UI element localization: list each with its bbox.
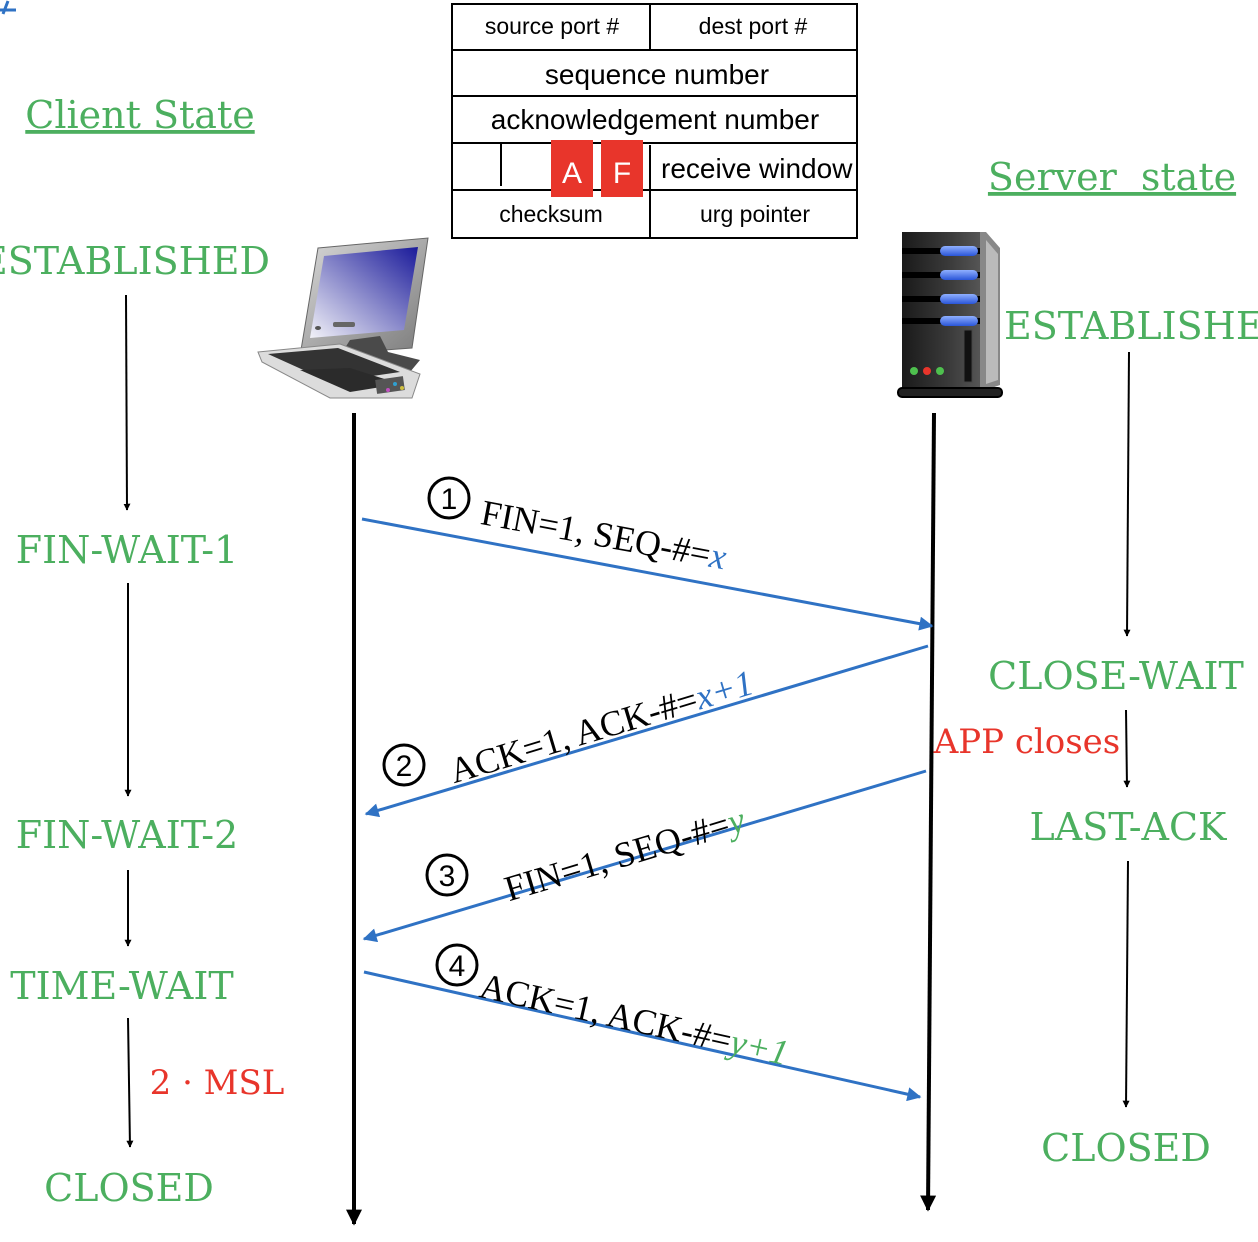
client-arrow-4: [126, 1017, 134, 1148]
message-2: 2 ACK=1, ACK-#=x+1: [364, 644, 929, 818]
client-state-header: Client State: [25, 93, 254, 137]
client-state-time-wait: TIME-WAIT: [10, 964, 233, 1008]
checksum-field: checksum: [499, 201, 603, 227]
step-4-badge: [435, 943, 479, 987]
message-4-fields: ACK=1, ACK-#=: [476, 965, 735, 1060]
server-state-header: Server state: [988, 155, 1236, 199]
step-4-number: 4: [449, 950, 466, 983]
message-4-value: y+1: [724, 1021, 793, 1073]
server-state-last-ack: LAST-ACK: [1030, 805, 1228, 849]
message-3-arrow: [362, 769, 927, 943]
server-arrow-2: [1123, 709, 1131, 788]
server-arrow-1: [1123, 351, 1131, 637]
step-3-number: 3: [439, 860, 456, 893]
message-3-label: FIN=1, SEQ-#=y: [500, 799, 750, 909]
server-tower-icon: [897, 232, 1003, 398]
server-timeline: [920, 412, 937, 1212]
dest-port-field: dest port #: [699, 13, 808, 39]
client-state-closed: CLOSED: [44, 1166, 214, 1210]
ack-number-field: acknowledgement number: [491, 104, 819, 135]
step-2-badge: [382, 743, 426, 787]
message-3: 3 FIN=1, SEQ-#=y: [362, 769, 927, 943]
urg-pointer-field: urg pointer: [700, 201, 810, 227]
receive-window-field: receive window: [661, 153, 853, 184]
client-state-fin-wait-1: FIN-WAIT-1: [16, 528, 238, 572]
server-state-close-wait: CLOSE-WAIT: [988, 654, 1244, 698]
ack-flag-label: A: [562, 157, 582, 190]
message-1-arrow: [361, 517, 934, 631]
source-port-field: source port #: [485, 13, 619, 39]
app-closes-label: APP closes: [933, 722, 1121, 762]
step-3-badge: [425, 853, 469, 897]
fin-flag-box: [601, 140, 643, 197]
message-2-value: x+1: [690, 662, 758, 717]
message-3-fields: FIN=1, SEQ-#=: [500, 804, 734, 909]
client-state-established: ESTABLISHED: [0, 239, 270, 283]
step-1-badge: [427, 476, 471, 520]
server-state-closed: CLOSED: [1041, 1126, 1211, 1170]
message-4: 4 ACK=1, ACK-#=y+1: [363, 943, 922, 1102]
message-2-fields: ACK=1, ACK-#=: [445, 679, 702, 791]
client-state-fin-wait-2: FIN-WAIT-2: [16, 813, 238, 857]
sequence-number-field: sequence number: [545, 59, 769, 90]
tcp-segment-header: source port # dest port # sequence numbe…: [451, 3, 858, 239]
message-2-label: ACK=1, ACK-#=x+1: [445, 662, 758, 791]
time-wait-timer-label: 2 · MSL: [150, 1063, 285, 1103]
message-4-arrow: [363, 970, 922, 1102]
message-2-arrow: [364, 644, 929, 818]
server-state-established: ESTABLISHED: [1004, 304, 1258, 348]
message-4-label: ACK=1, ACK-#=y+1: [476, 965, 792, 1073]
step-1-number: 1: [441, 483, 458, 516]
server-arrow-3: [1122, 860, 1130, 1108]
desktop-computer-icon: [257, 237, 429, 399]
partial-glyph: [0, 0, 16, 15]
client-arrow-1: [123, 294, 131, 511]
ack-flag-box: [551, 140, 593, 197]
fin-flag-label: F: [613, 157, 631, 190]
step-2-number: 2: [396, 750, 413, 783]
